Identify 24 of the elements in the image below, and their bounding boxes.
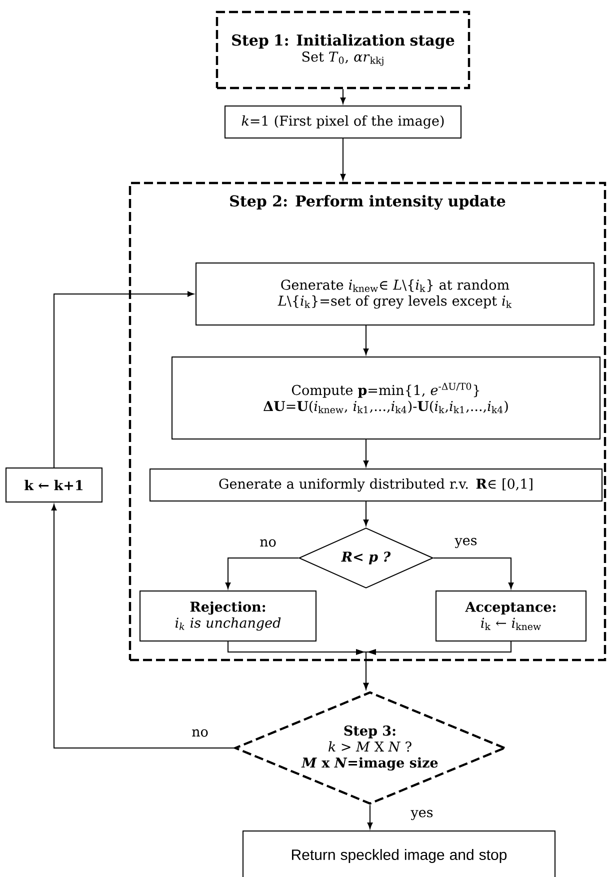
arrow [51,504,234,748]
arrow [54,291,194,468]
edge-label: yes [454,538,477,548]
arrow [225,558,299,589]
process-box: Generate a uniformly distributed r.v. R∈ [0,1] [150,468,602,502]
arrow [340,88,346,104]
process-box: Compute p=min{1, e$^{-ΔU/T0}$} ΔU=U(i$_{knew}$, i$_{k1}$,...,i$_{k4}$)-U(i$_{k}$,i$_{k1}$,...,i$_{k4}$) [172,356,600,440]
process-box: Acceptance: i$_{k}$ ← i$_{knew}$ [436,590,586,642]
arrow [367,804,373,829]
arrow [340,138,346,180]
arrow [363,439,369,467]
process-box: Generate i$_{knew}$∈ L\{i$_{k}$} at random L\{i$_{k}$}=set of grey levels except i$_{k}$ [196,262,594,326]
edge-label: no [192,729,208,737]
arrow [363,325,369,355]
arrow [363,641,512,690]
process-box: k=1 (First pixel of the image) [224,106,462,138]
process-box: Rejection: i$_{k}$ is unchanged [140,590,316,642]
arrow [363,501,369,526]
arrow [433,558,514,589]
edge-label: yes [410,810,433,820]
terminal-box: Return speckled image and stop [242,830,556,877]
edge-label: no [260,539,276,547]
process-box: k ← k+1 [6,468,102,502]
step-box: Step 1: Initialization stage Set T$_{0}$, αr$_{kkj}$ [216,10,470,90]
